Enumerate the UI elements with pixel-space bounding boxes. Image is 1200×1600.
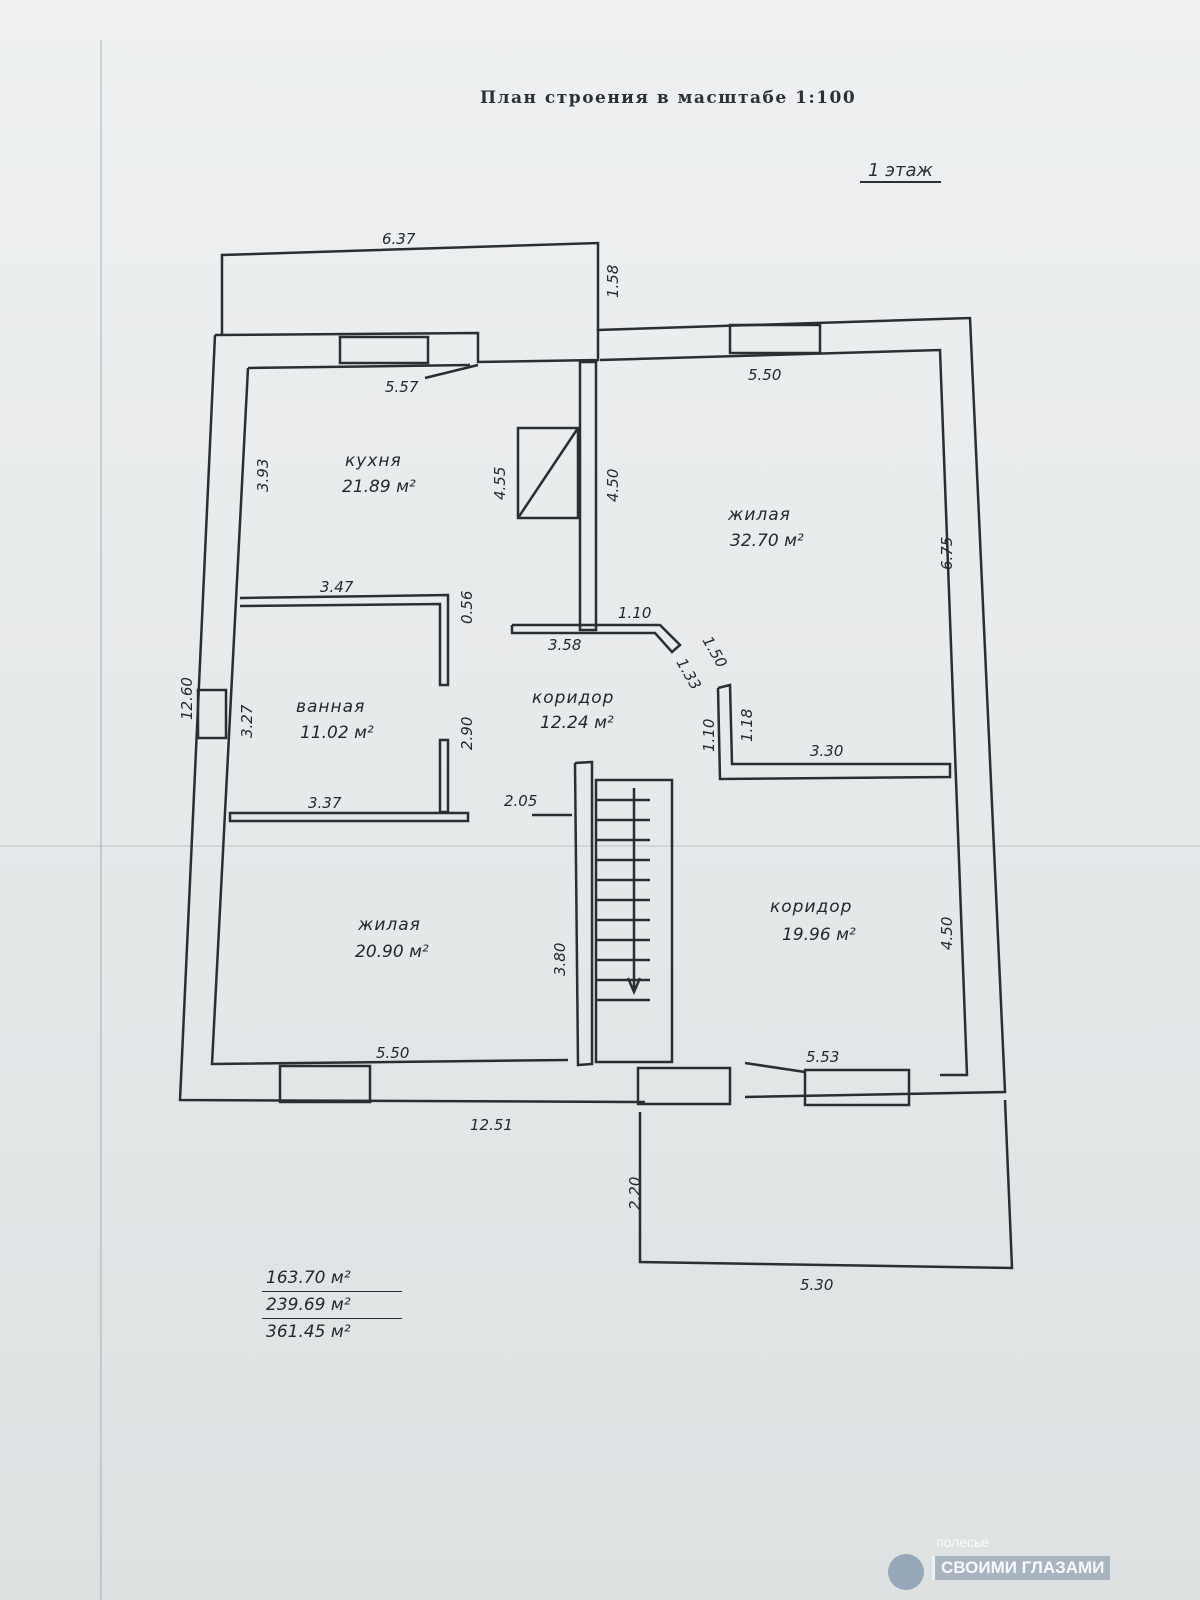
corridor-wall-110 <box>510 623 682 654</box>
room-area-bath: 11.02 м² <box>300 723 374 743</box>
dim-diag-150: 1.50 <box>699 633 731 671</box>
paper-fold-vertical <box>100 40 102 1600</box>
total-area: 361.45 м² <box>266 1322 351 1342</box>
watermark: полесье СВОИМИ ГЛАЗАМИ <box>888 1534 1188 1590</box>
chimney <box>516 426 580 520</box>
dim-living2-right: 3.80 <box>551 943 569 976</box>
dim-outer-left: 12.60 <box>178 677 196 720</box>
room-area-living2: 20.90 м² <box>355 942 429 962</box>
dim-kitchen-top: 5.57 <box>385 378 419 396</box>
dim-porch-side: 2.20 <box>626 1177 644 1210</box>
plan-title: План строения в масштабе 1:100 <box>480 88 857 108</box>
room-name-kitchen: кухня <box>345 451 402 471</box>
dim-partition: 4.50 <box>604 469 622 502</box>
inner-wall-right <box>599 348 969 1077</box>
window-living2 <box>278 1064 372 1104</box>
living1-bottom-wall <box>716 683 952 781</box>
dim-top-annex: 6.37 <box>382 230 416 248</box>
dim-bath-bottom: 3.37 <box>308 794 342 812</box>
dim-door-110: 1.10 <box>618 604 651 622</box>
outer-wall-left-bottom <box>178 334 646 1104</box>
dim-bath-right: 2.90 <box>458 717 476 750</box>
bath-bottom-wall <box>228 811 470 823</box>
stair-treads <box>596 798 650 1002</box>
left-bay <box>196 688 228 740</box>
dim-diag-133: 1.33 <box>673 655 705 693</box>
room-area-corridor2: 19.96 м² <box>782 925 856 945</box>
watermark-drop-icon <box>888 1554 924 1590</box>
watermark-top-text: полесье <box>936 1534 990 1550</box>
dim-corridor2-bottom: 5.53 <box>806 1048 839 1066</box>
dim-corridor2-right: 4.50 <box>938 917 956 950</box>
room-area-kitchen: 21.89 м² <box>342 477 416 497</box>
floor-label: 1 этаж <box>860 160 941 183</box>
dim-porch-bottom: 5.30 <box>800 1276 833 1294</box>
room-name-corridor2: коридор <box>770 897 852 917</box>
window-kitchen <box>338 335 430 365</box>
room-name-living2: жилая <box>357 915 421 935</box>
bath-door-jamb <box>438 738 450 814</box>
dim-bath-notch: 0.56 <box>458 591 476 624</box>
dim-kitchen-right: 4.55 <box>491 467 509 500</box>
room-area-corridor1: 12.24 м² <box>540 713 614 733</box>
dim-wall-118: 1.18 <box>738 709 756 742</box>
stair-wall-left <box>573 760 594 1067</box>
dim-stair-205: 2.05 <box>504 792 537 810</box>
inner-wall-left <box>210 367 569 1066</box>
porch-outline <box>638 1099 1014 1270</box>
total-other-area: 239.69 м² <box>262 1292 402 1319</box>
watermark-bottom-text: СВОИМИ ГЛАЗАМИ <box>932 1556 1111 1580</box>
dim-outer-bottom: 12.51 <box>470 1116 513 1134</box>
room-name-bath: ванная <box>296 697 365 717</box>
area-totals: 163.70 м² 239.69 м² 361.45 м² <box>262 1265 402 1345</box>
total-living-area: 163.70 м² <box>262 1265 402 1292</box>
dim-living1-bottom: 3.30 <box>810 742 843 760</box>
bath-top-wall <box>239 593 450 687</box>
room-name-corridor1: коридор <box>532 688 614 708</box>
dim-wall-110b: 1.10 <box>700 719 718 752</box>
dim-living1-right: 6.75 <box>938 537 956 570</box>
outer-wall <box>214 316 1007 1099</box>
dim-living1-top: 5.50 <box>748 366 781 384</box>
paper-fold-horizontal <box>0 845 1200 847</box>
room-area-living1: 32.70 м² <box>730 531 804 551</box>
partition-main <box>578 360 598 632</box>
window-living1 <box>728 323 822 355</box>
dim-living2-bottom: 5.50 <box>376 1044 409 1062</box>
dim-kitchen-left: 3.93 <box>254 459 272 492</box>
dim-top-annex-side: 1.58 <box>604 265 622 298</box>
top-annex-outline <box>220 241 600 335</box>
dim-bath-left: 3.27 <box>238 704 256 738</box>
dim-bath-top: 3.47 <box>320 578 354 596</box>
window-corridor2 <box>803 1068 911 1107</box>
inner-wall <box>247 363 471 370</box>
room-name-living1: жилая <box>727 505 791 525</box>
window-stair <box>636 1066 732 1106</box>
dim-corridor-358: 3.58 <box>548 636 581 654</box>
